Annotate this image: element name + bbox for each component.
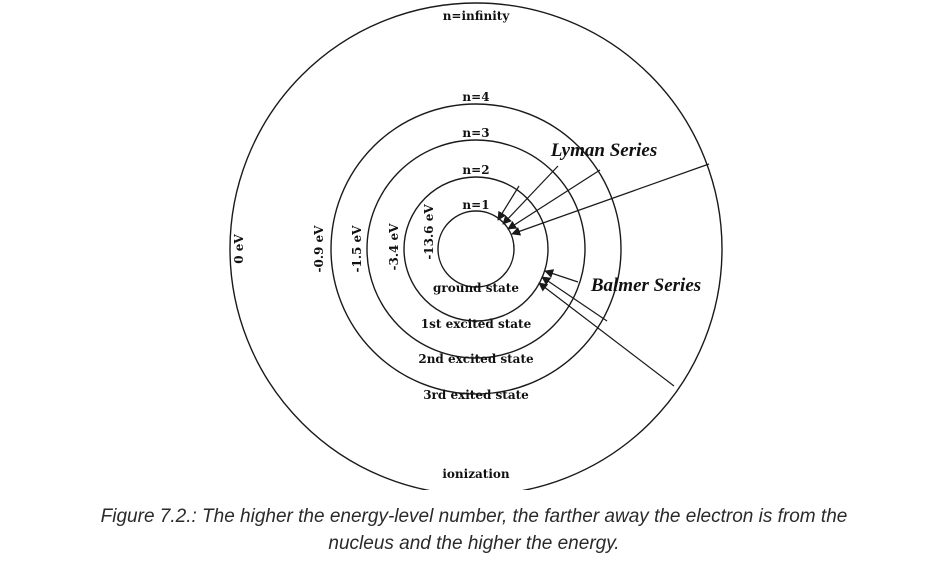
lyman-arrow-from-n3 xyxy=(502,165,559,225)
state-label-n2: 1st excited state xyxy=(421,317,532,331)
lyman-arrow-from-infinity xyxy=(511,163,710,236)
state-labels: ground state 1st excited state 2nd excit… xyxy=(418,281,534,481)
lyman-arrow-from-n4 xyxy=(507,169,601,230)
level-label-n-infinity: n=infinity xyxy=(443,9,511,23)
balmer-arrow-from-infinity xyxy=(538,282,675,387)
caption-line-1: Figure 7.2.: The higher the energy-level… xyxy=(100,506,848,527)
energy-label-n-infinity: 0 eV xyxy=(232,234,246,264)
energy-label-n3: -1.5 eV xyxy=(350,225,364,273)
energy-labels: -13.6 eV -3.4 eV -1.5 eV -0.9 eV 0 eV xyxy=(232,204,436,273)
lyman-arrow-from-n2 xyxy=(497,185,520,221)
orbit-n4 xyxy=(330,103,622,395)
balmer-series-arrows xyxy=(538,269,675,387)
lyman-series-arrows xyxy=(497,163,710,236)
figure-caption: Figure 7.2.: The higher the energy-level… xyxy=(0,503,948,557)
energy-label-n1: -13.6 eV xyxy=(422,204,436,260)
balmer-arrow-from-n4 xyxy=(541,276,608,322)
energy-label-n4: -0.9 eV xyxy=(312,225,326,273)
level-labels: n=1 n=2 n=3 n=4 n=infinity xyxy=(443,9,511,212)
level-label-n2: n=2 xyxy=(462,163,489,177)
energy-level-diagram: n=1 n=2 n=3 n=4 n=infinity -13.6 eV -3.4… xyxy=(229,2,723,490)
orbit-n2 xyxy=(403,176,549,322)
energy-label-n2: -3.4 eV xyxy=(387,223,401,271)
state-label-n-infinity: ionization xyxy=(442,467,510,481)
level-label-n3: n=3 xyxy=(462,126,489,140)
orbit-n3 xyxy=(366,139,586,359)
level-label-n1: n=1 xyxy=(462,198,489,212)
orbits xyxy=(229,2,723,490)
state-label-n4: 3rd exited state xyxy=(423,388,529,402)
state-label-n1: ground state xyxy=(433,281,519,295)
balmer-arrow-from-n3 xyxy=(544,269,579,283)
caption-line-2: nucleus and the higher the energy. xyxy=(328,533,620,554)
level-label-n4: n=4 xyxy=(462,90,489,104)
orbit-n1 xyxy=(437,210,515,288)
orbit-n-infinity xyxy=(229,2,723,490)
balmer-series-label: Balmer Series xyxy=(590,275,701,296)
state-label-n3: 2nd excited state xyxy=(418,352,534,366)
lyman-series-label: Lyman Series xyxy=(550,140,657,161)
